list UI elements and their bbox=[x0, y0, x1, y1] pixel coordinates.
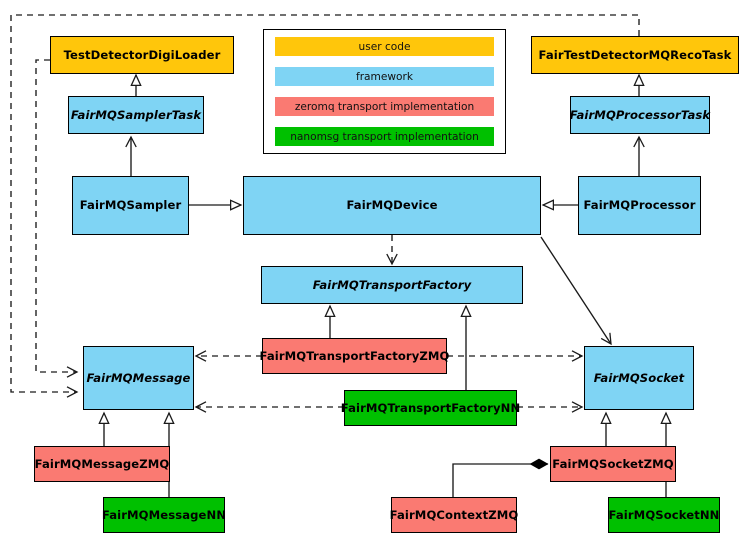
node-label: FairMQTransportFactoryZMQ bbox=[259, 348, 450, 363]
node-fairmqsocketzmq[interactable]: FairMQSocketZMQ bbox=[550, 446, 676, 482]
node-fairmqsocket[interactable]: FairMQSocket bbox=[584, 346, 694, 410]
node-label: FairMQMessage bbox=[86, 370, 191, 385]
node-fairmqprocessortask[interactable]: FairMQProcessorTask bbox=[570, 96, 710, 134]
edge-device-to-socket bbox=[540, 236, 612, 346]
node-label: FairMQTransportFactory bbox=[312, 277, 472, 292]
node-fairmqtransportfactory[interactable]: FairMQTransportFactory bbox=[261, 266, 523, 304]
node-fairmqtransportfactorynn[interactable]: FairMQTransportFactoryNN bbox=[341, 390, 520, 426]
node-fairmqmessagenn[interactable]: FairMQMessageNN bbox=[101, 497, 227, 533]
node-label: FairMQSamplerTask bbox=[70, 107, 202, 122]
legend-label: user code bbox=[358, 40, 411, 53]
node-label: FairMQMessageNN bbox=[101, 507, 227, 522]
node-label: FairTestDetectorMQRecoTask bbox=[538, 47, 732, 62]
node-label: FairMQSocketZMQ bbox=[552, 456, 674, 471]
legend-label: nanomsg transport implementation bbox=[290, 130, 479, 143]
node-label: FairMQSocketNN bbox=[608, 507, 720, 522]
legend: user code framework zeromq transport imp… bbox=[263, 29, 506, 154]
node-label: FairMQProcessor bbox=[583, 198, 696, 213]
node-fairmqdevice[interactable]: FairMQDevice bbox=[243, 176, 541, 235]
node-fairmqmessagezmq[interactable]: FairMQMessageZMQ bbox=[34, 446, 170, 482]
node-fairmqtransportfactoryzmq[interactable]: FairMQTransportFactoryZMQ bbox=[259, 338, 450, 374]
node-label: TestDetectorDigiLoader bbox=[63, 47, 221, 62]
legend-item-nanomsg: nanomsg transport implementation bbox=[275, 127, 494, 146]
node-label: FairMQContextZMQ bbox=[389, 507, 519, 522]
legend-label: zeromq transport implementation bbox=[294, 100, 475, 113]
node-label: FairMQSampler bbox=[79, 198, 182, 213]
node-testdetectordigiloader[interactable]: TestDetectorDigiLoader bbox=[50, 36, 234, 74]
node-label: FairMQProcessorTask bbox=[569, 107, 711, 122]
node-label: FairMQTransportFactoryNN bbox=[340, 400, 521, 415]
legend-item-framework: framework bbox=[275, 67, 494, 86]
node-fairmqcontextzmq[interactable]: FairMQContextZMQ bbox=[389, 497, 519, 533]
node-fairtestdetectormqrecotask[interactable]: FairTestDetectorMQRecoTask bbox=[531, 36, 739, 74]
legend-label: framework bbox=[355, 70, 414, 83]
node-fairmqsampler[interactable]: FairMQSampler bbox=[72, 176, 189, 235]
node-fairmqsocketnn[interactable]: FairMQSocketNN bbox=[608, 497, 720, 533]
node-label: FairMQSocket bbox=[593, 370, 685, 385]
legend-item-zeromq: zeromq transport implementation bbox=[275, 97, 494, 116]
node-fairmqmessage[interactable]: FairMQMessage bbox=[83, 346, 194, 410]
node-fairmqprocessor[interactable]: FairMQProcessor bbox=[578, 176, 701, 235]
node-fairmqsamplertask[interactable]: FairMQSamplerTask bbox=[68, 96, 204, 134]
edge-contextzmq-composed-in-socketzmq bbox=[452, 464, 548, 497]
legend-item-user-code: user code bbox=[275, 37, 494, 56]
node-label: FairMQDevice bbox=[346, 198, 438, 213]
node-label: FairMQMessageZMQ bbox=[34, 456, 170, 471]
